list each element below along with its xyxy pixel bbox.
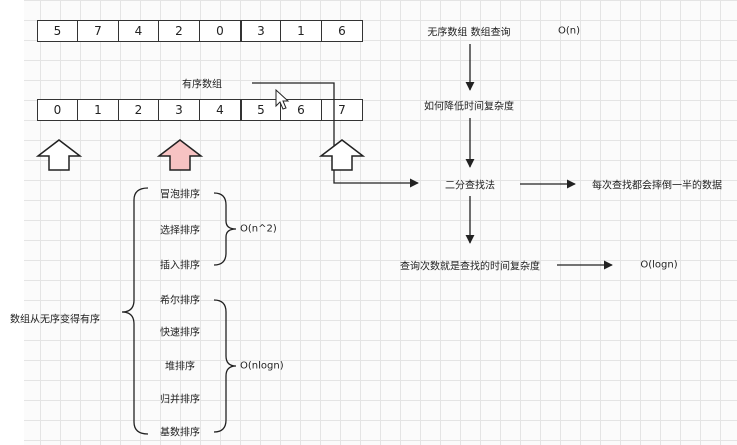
sorted-cell: 1 <box>78 99 119 121</box>
step4-complexity: O(logn) <box>640 259 678 271</box>
sorted-cell: 0 <box>37 99 78 121</box>
step3-text: 二分查找法 <box>445 180 495 192</box>
sorted-cell: 3 <box>159 99 200 121</box>
group2-brace <box>213 299 237 433</box>
sorted-cell: 7 <box>322 99 363 121</box>
group1-complexity: O(n^2) <box>240 223 277 235</box>
unsorted-cell: 4 <box>119 20 159 42</box>
sorting-root-label: 数组从无序变得有序 <box>10 314 100 326</box>
sort-algorithm: 希尔排序 <box>160 295 200 307</box>
sort-algorithm: 快速排序 <box>160 327 200 339</box>
up-pointer-left-icon <box>35 139 83 171</box>
unsorted-cell: 0 <box>200 20 241 42</box>
step1-text: 无序数组 数组查询 <box>427 27 511 39</box>
step4-text: 查询次数就是查找的时间复杂度 <box>400 261 540 273</box>
sorted-cell: 5 <box>241 99 281 121</box>
sort-algorithm: 基数排序 <box>160 427 200 439</box>
sorted-to-binary-connector <box>252 82 419 188</box>
root-brace <box>121 187 149 435</box>
group2-complexity: O(nlogn) <box>240 360 284 372</box>
step1-complexity: O(n) <box>557 25 581 37</box>
sorted-cell: 2 <box>119 99 159 121</box>
up-pointer-middle-icon <box>156 139 204 171</box>
unsorted-cell: 5 <box>37 20 78 42</box>
sort-algorithm: 插入排序 <box>160 260 200 272</box>
unsorted-cell: 3 <box>241 20 281 42</box>
left-margin <box>0 0 24 445</box>
up-pointer-right-icon <box>318 139 366 171</box>
sorted-cell: 6 <box>281 99 322 121</box>
sorted-cell: 4 <box>200 99 241 121</box>
mouse-cursor-icon <box>275 88 290 110</box>
step3-note: 每次查找都会摔倒一半的数据 <box>592 180 722 192</box>
sort-algorithm: 堆排序 <box>165 361 195 373</box>
sort-algorithm: 选择排序 <box>160 225 200 237</box>
sort-algorithm: 冒泡排序 <box>160 189 200 201</box>
group1-brace <box>213 192 237 266</box>
unsorted-cell: 6 <box>322 20 363 42</box>
unsorted-cell: 7 <box>78 20 119 42</box>
step2-text: 如何降低时间复杂度 <box>424 101 514 113</box>
sorted-array-label: 有序数组 <box>182 79 222 91</box>
sort-algorithm: 归并排序 <box>160 394 200 406</box>
unsorted-cell: 1 <box>281 20 322 42</box>
unsorted-cell: 2 <box>159 20 200 42</box>
